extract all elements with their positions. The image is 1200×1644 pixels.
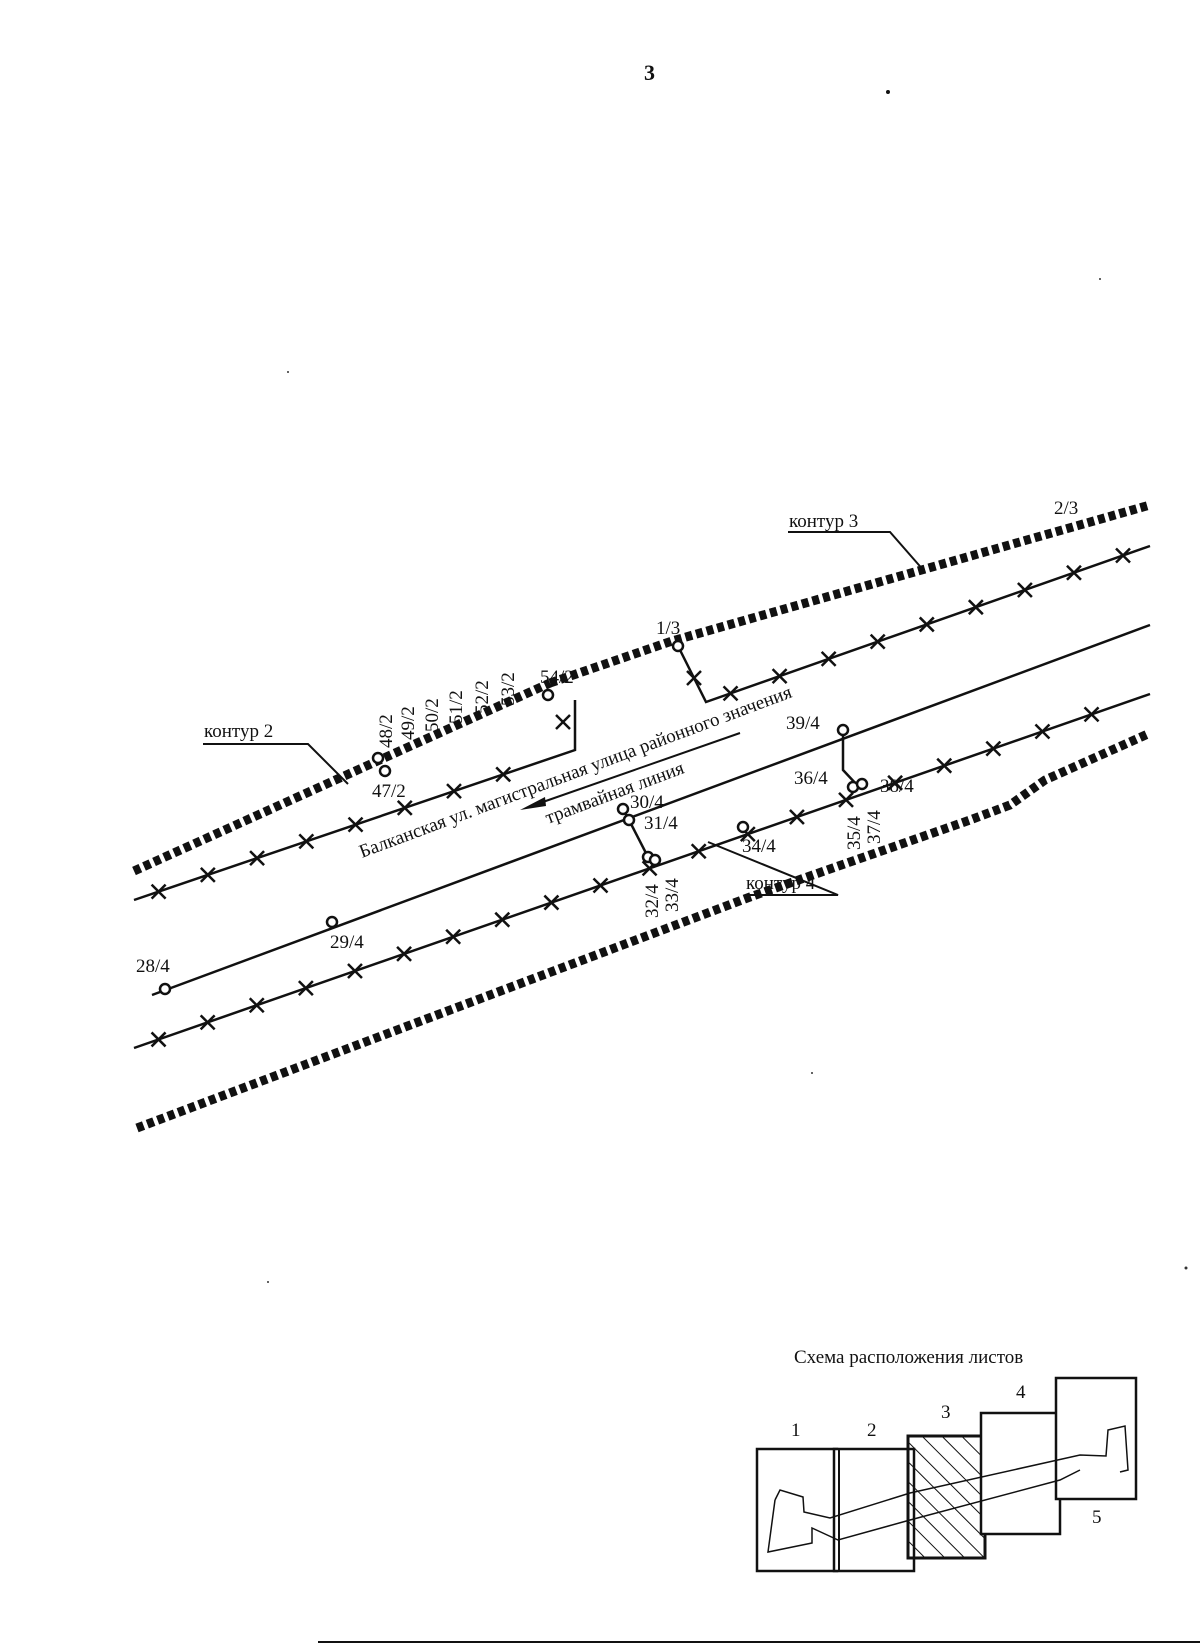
point-label-50-2: 50/2: [422, 698, 443, 732]
boundary-point-markers: [158, 639, 869, 996]
scan-specks: [267, 278, 1188, 1283]
point-label-35-4: 35/4: [844, 816, 865, 850]
scheme-sheet-5: [1054, 1376, 1138, 1501]
contour-4-label: контур 4: [746, 873, 816, 894]
point-label-29-4: 29/4: [330, 932, 364, 953]
point-label-1-3: 1/3: [656, 618, 680, 639]
connector-39-38: [841, 730, 859, 787]
connector-31-32: [627, 819, 650, 858]
point-label-52-2: 52/2: [472, 680, 493, 714]
point-label-32-4: 32/4: [642, 884, 663, 918]
fence-upper: [133, 700, 577, 902]
fence-upper-right: [676, 544, 1151, 704]
sheet-layout-scheme: Схема расположения листов 1 2 3 4 5: [755, 1347, 1138, 1573]
scheme-number-2: 2: [867, 1420, 877, 1441]
point-label-51-2: 51/2: [446, 690, 467, 724]
point-label-30-4: 30/4: [630, 792, 664, 813]
point-label-37-4: 37/4: [864, 810, 885, 844]
point-label-39-4: 39/4: [786, 713, 820, 734]
scheme-route-upper: [774, 1425, 1129, 1519]
scheme-number-3: 3: [941, 1402, 951, 1423]
scheme-title: Схема расположения листов: [794, 1347, 1023, 1368]
point-label-28-4: 28/4: [136, 956, 170, 977]
contour-labels: контур 2 контур 3 контур 4: [203, 511, 926, 896]
point-label-47-2: 47/2: [372, 781, 406, 802]
contour-2-label: контур 2: [204, 721, 273, 742]
contour-4-boundary: [135, 728, 1152, 1133]
tram-direction-arrow: [539, 732, 741, 804]
tram-arrowhead: [520, 797, 546, 810]
scheme-sheet-3-current: [906, 1434, 987, 1560]
point-label-34-4: 34/4: [742, 836, 776, 857]
contour-boundaries: [132, 500, 1152, 1133]
scheme-route-lower: [767, 1469, 1081, 1553]
point-label-31-4: 31/4: [644, 813, 678, 834]
contour-2-boundary: [132, 678, 552, 876]
point-label-33-4: 33/4: [662, 878, 683, 912]
tram-line: [151, 623, 1151, 997]
point-label-2-3: 2/3: [1054, 498, 1078, 519]
point-label-53-2: 53/2: [498, 672, 519, 706]
scheme-sheet-1: [755, 1447, 839, 1573]
point-labels: 2/3 1/3 47/2 48/2 49/2 50/2 51/2 52/2 53…: [136, 498, 1078, 977]
scheme-sheet-4: [979, 1411, 1062, 1536]
point-label-54-2: 54/2: [540, 667, 574, 688]
scan-speck: [886, 90, 890, 94]
scheme-number-5: 5: [1092, 1507, 1102, 1528]
scheme-number-4: 4: [1016, 1382, 1026, 1403]
page-number: 3: [644, 60, 655, 85]
point-label-49-2: 49/2: [398, 706, 419, 740]
point-label-48-2: 48/2: [376, 714, 397, 748]
point-label-36-4: 36/4: [794, 768, 828, 789]
contour-3-label: контур 3: [789, 511, 858, 532]
scheme-number-1: 1: [791, 1420, 801, 1441]
point-label-38-4: 38/4: [880, 776, 914, 797]
fence-x-marks: [150, 547, 1131, 1048]
scheme-sheet-2: [832, 1447, 916, 1573]
